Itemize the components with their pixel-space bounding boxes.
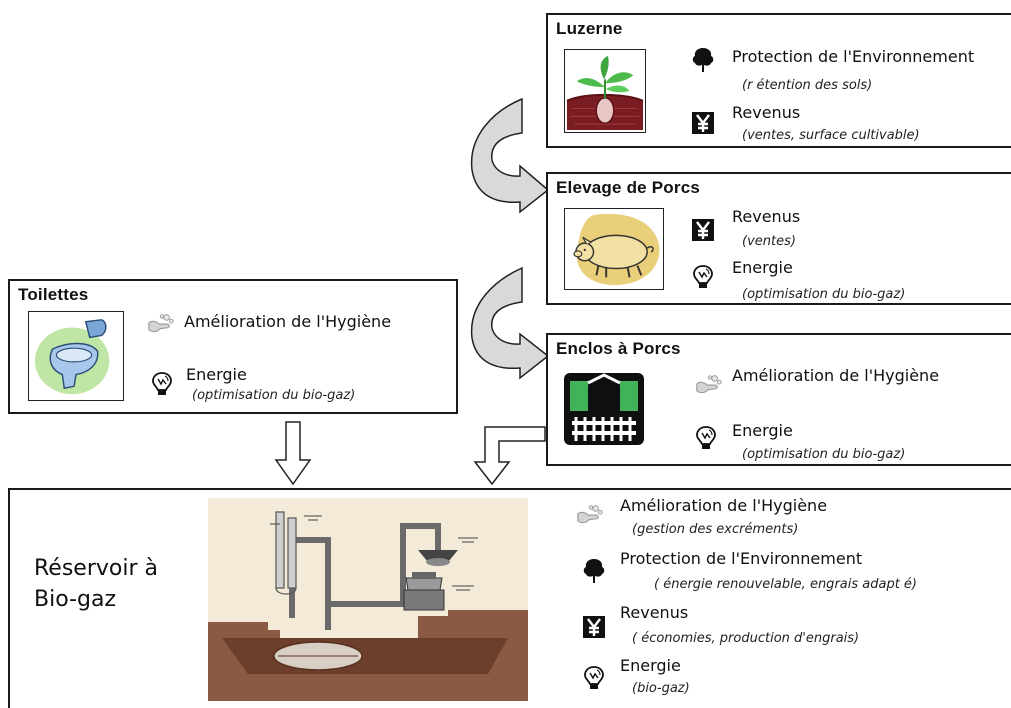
reservoir-title-line1: Réservoir à: [34, 556, 158, 581]
item-detail: (ventes): [742, 234, 796, 249]
tree-icon: [691, 47, 715, 73]
item-label: Revenus: [732, 207, 801, 226]
box-title: Luzerne: [556, 19, 623, 38]
lightbulb-icon: [694, 425, 718, 451]
item-detail: ( économies, production d'engrais): [632, 631, 860, 646]
tree-icon: [582, 558, 606, 584]
curved-arrow-luzerne-to-elevage: [470, 97, 550, 214]
item-label: Energie: [186, 365, 247, 384]
item-detail: (optimisation du bio-gaz): [742, 447, 906, 462]
box-toilettes: Toilettes Amélioration de l'Hygiène Ener…: [8, 279, 458, 414]
biogas-reservoir-picture: [208, 498, 528, 701]
pig-picture: [564, 208, 664, 290]
box-title: Elevage de Porcs: [556, 178, 700, 197]
yen-icon: [582, 614, 606, 640]
yen-icon: [691, 217, 715, 243]
lightbulb-icon: [582, 665, 606, 691]
down-arrow-toilettes-to-reservoir: [274, 421, 312, 486]
box-reservoir-bio-gaz: Réservoir à Bio-gaz: [8, 488, 1011, 708]
item-label: Energie: [620, 656, 681, 675]
reservoir-title: Réservoir à Bio-gaz: [34, 553, 158, 615]
toilet-picture: [28, 311, 124, 401]
alfalfa-picture: [564, 49, 646, 133]
lightbulb-icon: [150, 371, 174, 397]
item-label: Protection de l'Environnement: [732, 47, 975, 66]
item-label: Amélioration de l'Hygiène: [732, 366, 940, 385]
box-elevage-de-porcs: Elevage de Porcs Revenus (ventes) Energi…: [546, 172, 1011, 305]
yen-icon: [691, 110, 715, 136]
item-label: Amélioration de l'Hygiène: [184, 312, 392, 331]
box-title: Toilettes: [18, 285, 89, 304]
item-detail: (bio-gaz): [632, 681, 690, 696]
box-enclos-a-porcs: Enclos à Porcs Amélioration de l'Hygiène…: [546, 333, 1011, 466]
pig-pen-picture: [562, 371, 646, 447]
item-detail: (r étention des sols): [742, 78, 873, 93]
item-detail: ( énergie renouvelable, engrais adapt é): [654, 577, 918, 592]
item-label: Revenus: [732, 103, 801, 122]
elbow-arrow-enclos-to-reservoir: [473, 426, 546, 486]
box-title: Enclos à Porcs: [556, 339, 681, 358]
item-detail: (optimisation du bio-gaz): [192, 388, 356, 403]
item-detail: (optimisation du bio-gaz): [742, 287, 906, 302]
soap-hands-icon: [146, 311, 176, 337]
item-detail: (gestion des excréments): [632, 522, 799, 537]
reservoir-title-line2: Bio-gaz: [34, 587, 117, 612]
item-detail: (ventes, surface cultivable): [742, 128, 920, 143]
box-luzerne: Luzerne Protection de l'Environnement (r…: [546, 13, 1011, 148]
curved-arrow-elevage-to-enclos: [470, 266, 550, 380]
item-label: Protection de l'Environnement: [620, 549, 863, 568]
soap-hands-icon: [575, 502, 605, 528]
soap-hands-icon: [694, 372, 724, 398]
item-label: Revenus: [620, 603, 689, 622]
lightbulb-icon: [691, 264, 715, 290]
item-label: Amélioration de l'Hygiène: [620, 496, 828, 515]
item-label: Energie: [732, 258, 793, 277]
item-label: Energie: [732, 421, 793, 440]
